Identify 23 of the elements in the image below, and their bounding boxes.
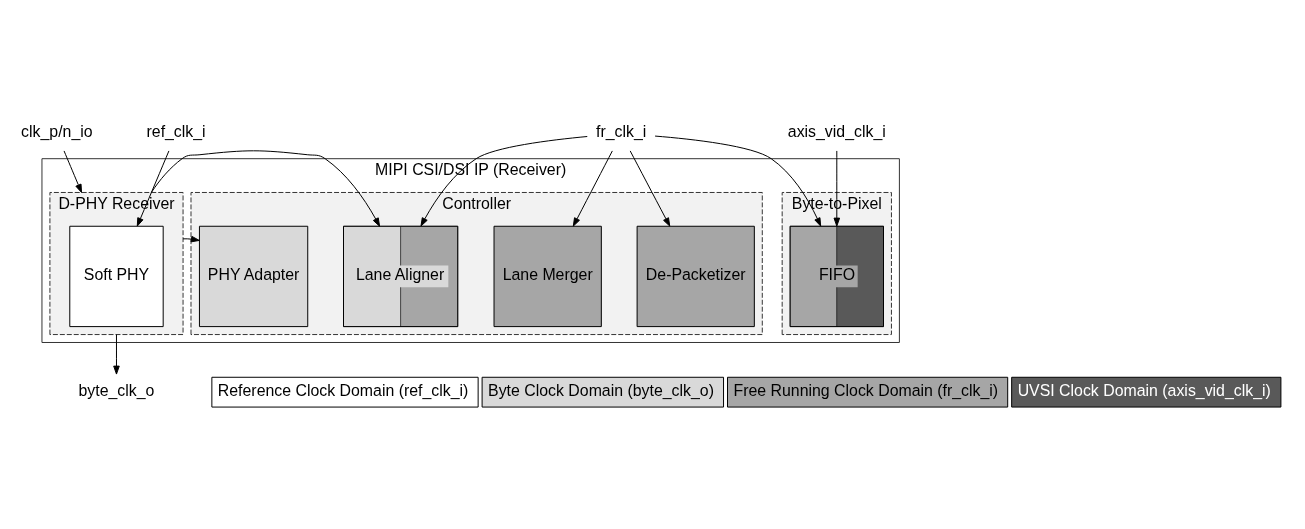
arrow	[113, 333, 120, 375]
node-text: fr_clk_i	[596, 122, 647, 140]
arrow	[182, 235, 200, 242]
node-box: Lane Merger	[493, 225, 602, 327]
node-text: axis_vid_clk_i	[787, 122, 886, 140]
legend-label: UVSI Clock Domain (axis_vid_clk_i)	[1017, 381, 1271, 399]
node-text: clk_p/n_io	[21, 122, 93, 140]
arrow	[420, 135, 588, 226]
legend-label: Reference Clock Domain (ref_clk_i)	[217, 381, 469, 399]
legend-label: Free Running Clock Domain (fr_clk_i)	[733, 381, 999, 399]
legend-label: Byte Clock Domain (byte_clk_o)	[488, 381, 714, 399]
node-text: ref_clk_i	[146, 122, 206, 140]
arrow	[654, 135, 822, 227]
arrow	[136, 149, 170, 227]
arrow	[63, 149, 83, 193]
node-box: De-Packetizer	[636, 225, 755, 327]
node-text: byte_clk_o	[78, 381, 155, 399]
arrow	[629, 149, 671, 227]
arrow	[150, 149, 381, 227]
node-box: Soft PHY	[69, 225, 164, 327]
arrow	[833, 149, 841, 227]
arrow	[572, 149, 613, 227]
node-box: PHY Adapter	[198, 225, 309, 327]
